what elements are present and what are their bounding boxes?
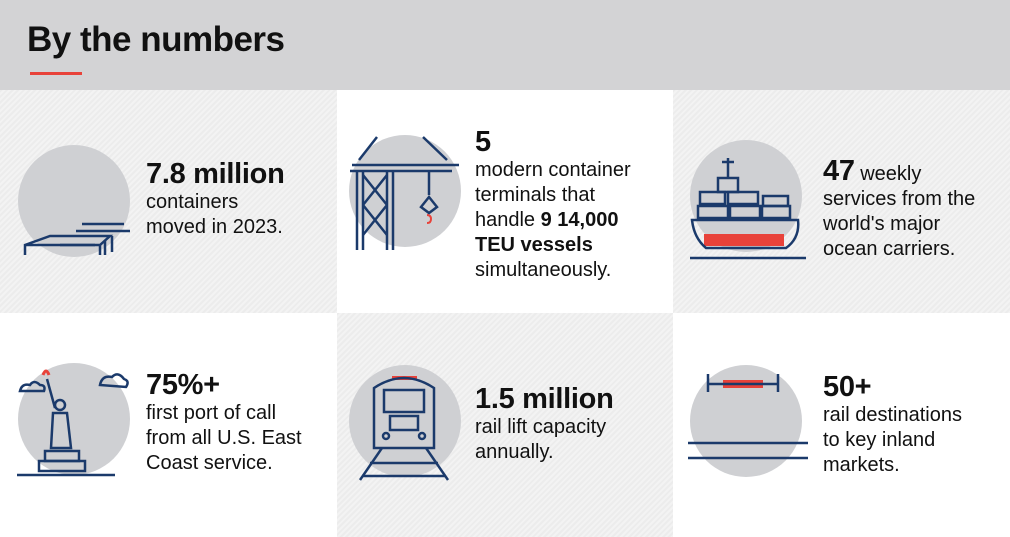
stat-line: ocean carriers. bbox=[823, 238, 956, 260]
stat-line: containers bbox=[146, 191, 239, 213]
stat-line: moved in 2023. bbox=[146, 216, 283, 238]
stat-containers: 7.8 million containers moved in 2023. bbox=[0, 90, 337, 314]
statue-of-liberty-icon bbox=[17, 369, 129, 477]
stat-line: simultaneously. bbox=[475, 259, 612, 281]
stat-line: from all U.S. East bbox=[146, 427, 302, 449]
header: By the numbers bbox=[0, 0, 1010, 90]
title-underline bbox=[30, 72, 82, 75]
stat-first-port: 75%+ first port of call from all U.S. Ea… bbox=[0, 313, 337, 537]
stat-line: markets. bbox=[823, 454, 900, 476]
pier-icon bbox=[23, 222, 130, 255]
stat-headline: 50+ bbox=[823, 371, 872, 403]
train-icon bbox=[358, 376, 450, 481]
stat-line: Coast service. bbox=[146, 452, 273, 474]
icon-circle bbox=[349, 365, 461, 477]
stat-line: services from the bbox=[823, 188, 976, 210]
stat-headline: 7.8 million bbox=[146, 158, 285, 190]
stat-line: first port of call bbox=[146, 402, 277, 424]
stat-rail-destinations: 50+ rail destinations to key inland mark… bbox=[673, 313, 1010, 537]
stat-line: rail destinations bbox=[823, 404, 962, 426]
stat-line: modern container bbox=[475, 159, 631, 181]
ship-icon bbox=[690, 158, 806, 260]
rail-crossing-icon bbox=[688, 374, 808, 460]
stat-line: annually. bbox=[475, 441, 554, 463]
stat-line: rail lift capacity bbox=[475, 416, 607, 438]
crane-icon bbox=[350, 136, 459, 250]
stat-headline: 47 bbox=[823, 155, 855, 187]
page-title: By the numbers bbox=[27, 20, 285, 59]
stat-line: terminals that bbox=[475, 184, 596, 206]
stat-line: weekly bbox=[854, 163, 922, 185]
stat-headline: 75%+ bbox=[146, 369, 220, 401]
stat-services: 47 weekly services from the world's majo… bbox=[673, 90, 1010, 314]
stat-bold: 9 14,000 bbox=[540, 209, 619, 231]
stat-line: handle bbox=[475, 209, 541, 231]
stat-bold: TEU vessels bbox=[475, 234, 593, 256]
stat-headline: 5 bbox=[475, 126, 491, 158]
stat-terminals: 5 modern container terminals that handle… bbox=[337, 90, 674, 314]
stat-headline: 1.5 million bbox=[475, 383, 614, 415]
stat-line: to key inland bbox=[823, 429, 936, 451]
stat-rail-lift: 1.5 million rail lift capacity annually. bbox=[337, 313, 674, 537]
stat-line: world's major bbox=[823, 213, 941, 235]
